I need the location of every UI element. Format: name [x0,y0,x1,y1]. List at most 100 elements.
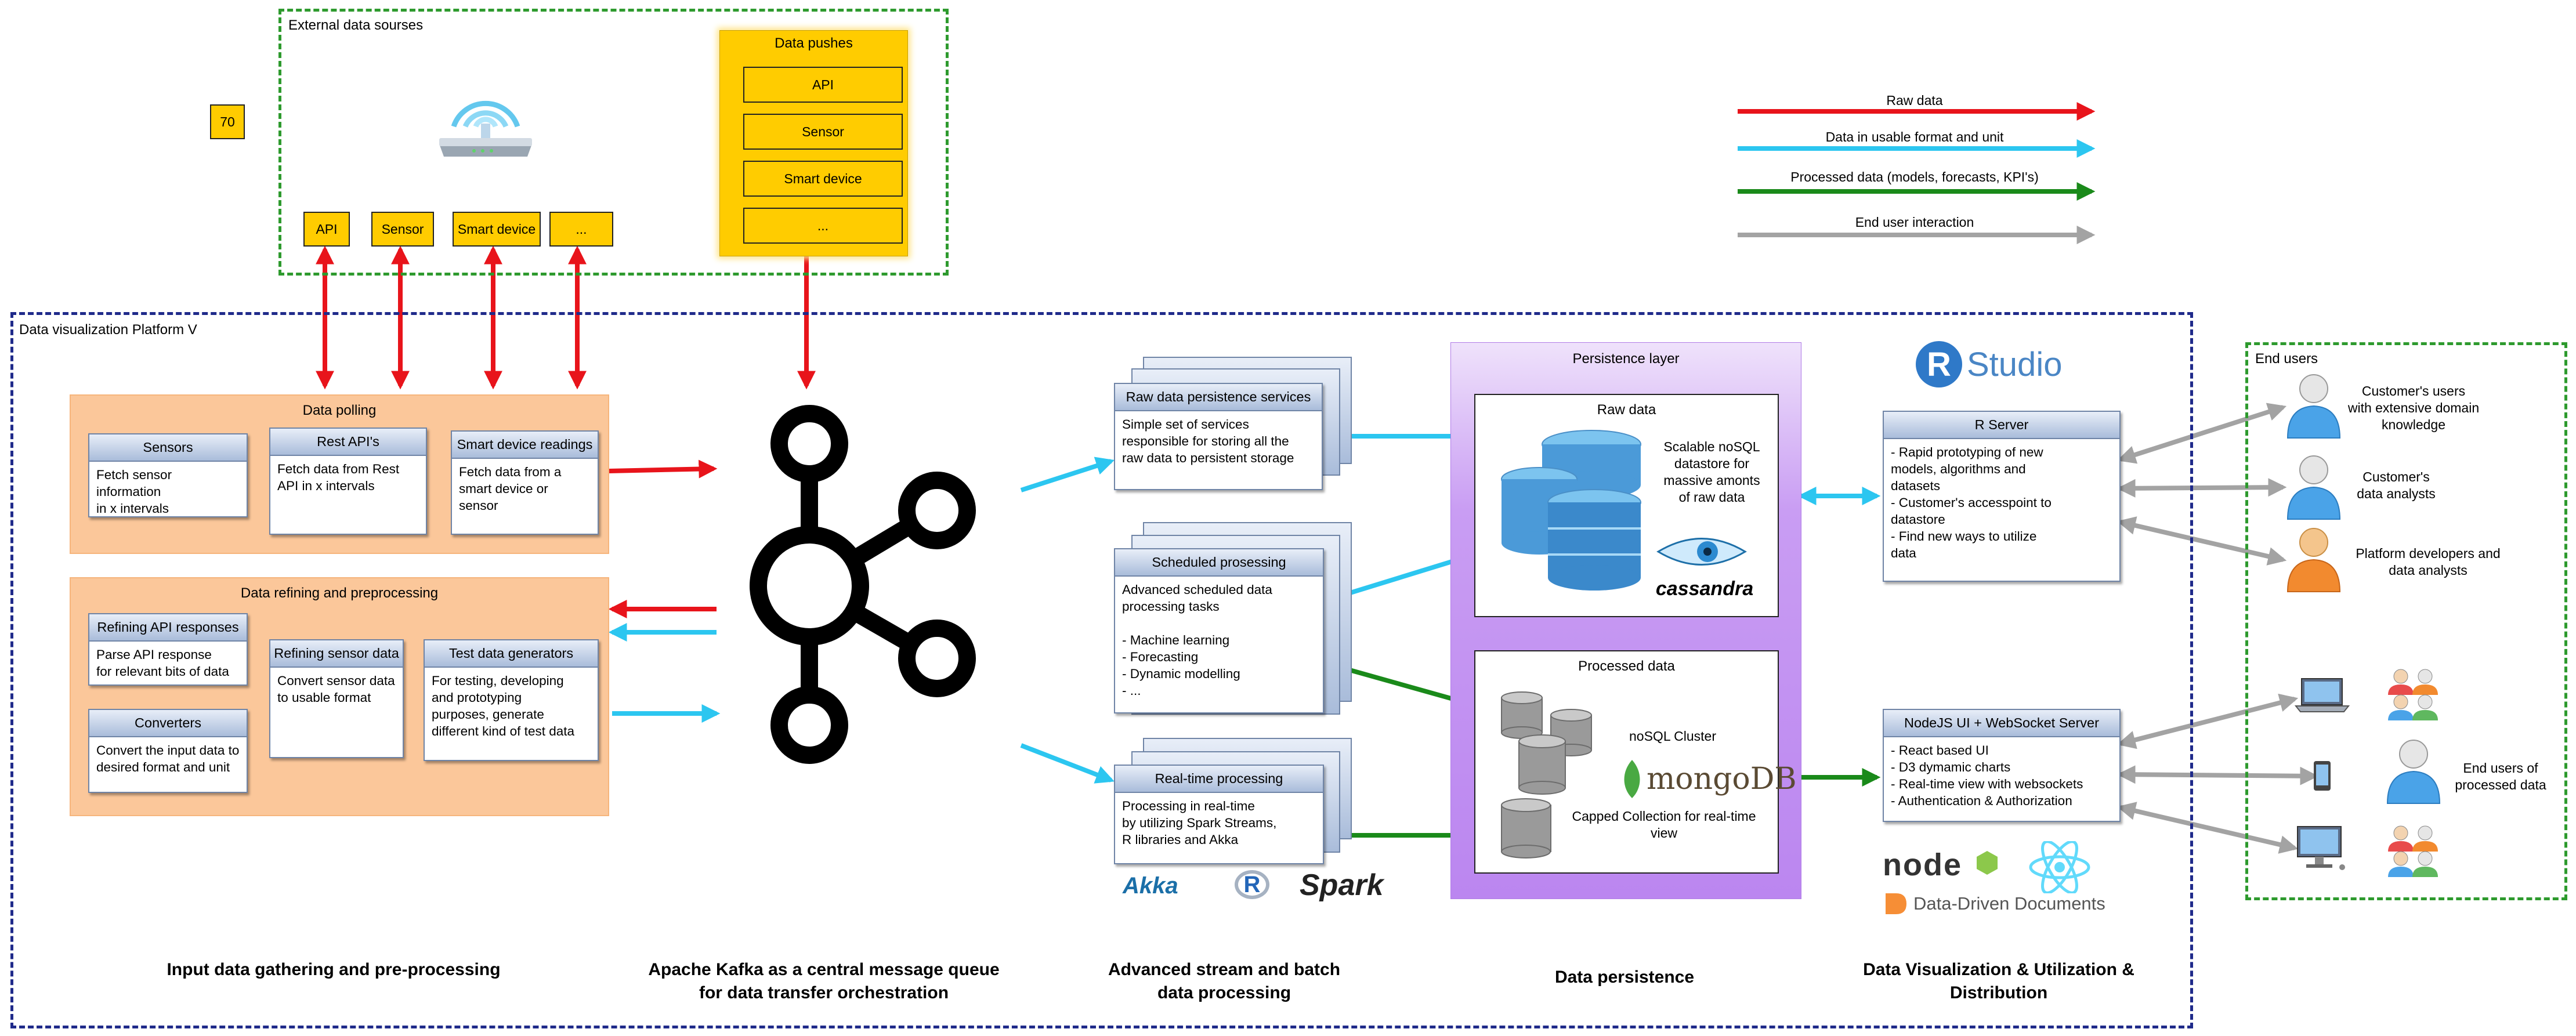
kafka-logo-icon [750,405,976,764]
user-group-domain-experts: Customer's users with extensive domain k… [2347,383,2480,432]
card-test-data-generators: Test data generators For testing, develo… [424,639,599,761]
user-group-platform-developers: Platform developers and data analysts [2356,546,2501,578]
user-icon [2286,528,2341,592]
card-refining-sensor: Refining sensor data Convert sensor data… [269,639,404,758]
card-title: NodeJS UI + WebSocket Server [1884,710,2119,737]
source-smart-device: Smart device [453,212,541,247]
card-body: Fetch sensor information in x intervals [96,468,172,516]
card-body: - Rapid prototyping of new models, algor… [1891,445,2052,560]
card-raw-persistence: Raw data persistence services Simple set… [1114,383,1323,490]
card-realtime-processing: Real-time processing Processing in real-… [1114,765,1324,864]
push-smart-device: Smart device [743,161,903,197]
data-refining-panel: Data refining and preprocessing Refining… [70,577,609,816]
end-users-box: End users [2245,342,2567,900]
card-body: Advanced scheduled data processing tasks… [1122,582,1272,698]
legend-processed-label: Processed data (models, forecasts, KPI's… [1790,169,2039,184]
wifi-router-icon [439,100,532,157]
card-converters: Converters Convert the input data to des… [88,709,248,793]
card-title: Smart device readings [452,432,598,459]
capped-collection-label: Capped Collection for real-time view [1572,809,1756,841]
external-sources-box: External data sourses API Sensor Smart d… [278,9,949,276]
card-body: Processing in real-time by utilizing Spa… [1122,799,1277,847]
d3-logo-icon [1886,893,1906,914]
r-logo: R [1235,870,1269,899]
push-api: API [743,67,903,103]
end-users-processed-label: End users of processed data [2455,760,2546,792]
caption-input-gathering: Input data gathering and pre-processing [167,960,501,979]
card-sensors: Sensors Fetch sensor information in x in… [88,433,248,517]
processed-data-title: Processed data [1578,658,1675,674]
database-icon [1501,430,1641,591]
card-scheduled-processing: Scheduled prosessing Advanced scheduled … [1114,548,1324,713]
push-sensor: Sensor [743,114,903,150]
legend-usable-label: Data in usable format and unit [1825,129,2004,144]
cassandra-eye-icon [1656,538,1747,566]
card-refining-api: Refining API responses Parse API respons… [88,613,248,686]
card-body: Parse API response for relevant bits of … [96,647,229,679]
card-title: Scheduled prosessing [1115,549,1323,577]
nosql-cluster-label: noSQL Cluster [1629,729,1716,744]
card-title: R Server [1884,412,2119,439]
card-title: Refining API responses [89,614,247,642]
akka-logo: Akka [1123,873,1178,899]
spark-logo: Spark [1300,868,1384,902]
card-title: Raw data persistence services [1115,384,1322,411]
card-body: Fetch data from a smart device or sensor [459,465,562,513]
source-api: API [303,212,350,247]
nodejs-hexagon-icon [1977,851,1998,875]
card-body: For testing, developing and prototyping … [432,673,574,738]
cassandra-logo: cassandra [1655,578,1754,600]
legend-user-label: End user interaction [1855,215,1974,230]
d3-logo-text: Data-Driven Documents [1913,893,2105,914]
card-body: Fetch data from Rest API in x intervals [277,462,400,493]
react-logo-icon [2029,841,2090,893]
source-more: ... [549,212,613,247]
caption-kafka: Apache Kafka as a central message queue … [648,960,1000,1002]
push-more: ... [743,208,903,244]
end-users-title: End users [2255,351,2318,367]
smartphone-icon [2314,761,2331,791]
rstudio-logo-text: Studio [1967,346,2063,383]
data-pushes-panel: Data pushes API Sensor Smart device ... [719,30,908,256]
card-body: Convert sensor data to usable format [277,673,395,705]
data-polling-panel: Data polling Sensors Fetch sensor inform… [70,394,609,554]
caption-processing: Advanced stream and batch data processin… [1108,960,1341,1002]
platform-box: Data visualization Platform V [10,312,2193,1028]
card-title: Rest API's [270,429,426,456]
mongodb-logo: mongoDB [1647,762,1797,796]
external-sources-title: External data sourses [288,17,424,33]
platform-title: Data visualization Platform V [19,322,197,338]
capped-collection-db-icon [1501,798,1551,858]
card-title: Sensors [89,434,247,462]
laptop-icon [2295,678,2350,712]
card-smart-device-readings: Smart device readings Fetch data from a … [451,430,599,535]
card-body: Simple set of services responsible for s… [1122,417,1294,465]
mongodb-leaf-icon [1624,760,1640,798]
caption-visualization: Data Visualization & Utilization & Distr… [1863,960,2134,1002]
persistence-title: Persistence layer [1572,351,1680,367]
processed-data-box: Processed data noSQL Cluster mongoDB Cap… [1474,650,1797,874]
legend-raw-label: Raw data [1886,93,1943,108]
user-icon [2386,740,2441,804]
desktop-computer-icon [2297,826,2345,870]
user-icon [2286,374,2341,439]
count-badge: 70 [210,104,245,139]
rstudio-r-logo: R [1916,341,1962,387]
persistence-layer-panel: Persistence layer Raw data Scalable noSQ… [1450,342,1801,899]
card-title: Real-time processing [1115,766,1323,793]
data-pushes-title: Data pushes [775,35,853,51]
card-body: Convert the input data to desired format… [96,743,240,774]
card-title: Converters [89,710,247,737]
source-sensor: Sensor [371,212,434,247]
data-polling-title: Data polling [302,403,377,418]
caption-persistence: Data persistence [1554,968,1695,987]
raw-data-title: Raw data [1597,402,1656,418]
user-icon [2286,455,2341,520]
raw-data-box: Raw data Scalable noSQL datastore for ma… [1474,394,1779,617]
user-group-data-analysts: Customer's data analysts [2357,469,2436,501]
card-body: - React based UI - D3 dymamic charts - R… [1891,743,2083,808]
nodejs-logo: node [1883,847,1962,882]
card-title: Test data generators [425,640,598,668]
user-group-icon [2388,825,2438,877]
